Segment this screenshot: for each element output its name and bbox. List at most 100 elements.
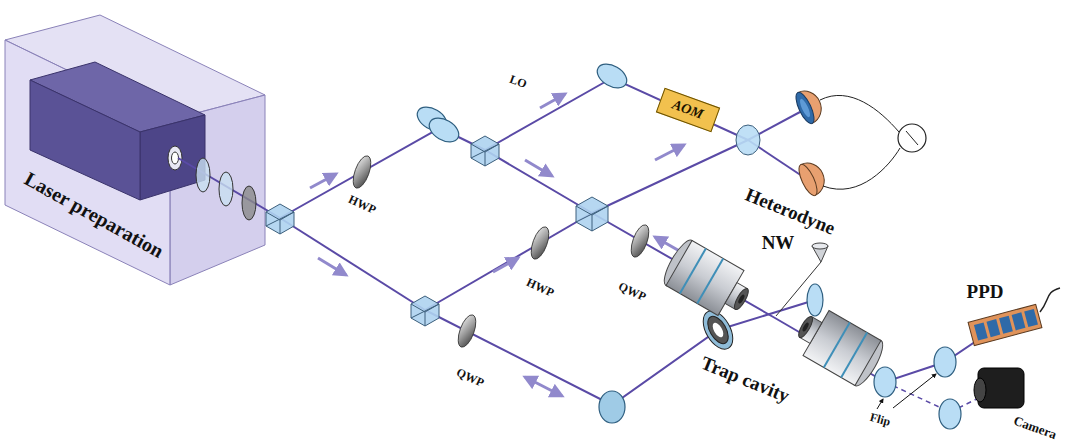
wave-plate-part: [628, 223, 653, 260]
laser-beam-part: [178, 158, 280, 218]
laser-beam: [178, 78, 1000, 405]
laser-optic-part: [242, 186, 256, 220]
flip-leader: [877, 374, 936, 409]
photodiode-part-part: [792, 90, 817, 126]
waveplate-label: HWP: [524, 276, 556, 300]
laser-beam-part: [280, 218, 425, 310]
signal-wire-part: [820, 95, 899, 132]
waveplate-label: QWP: [454, 366, 486, 390]
laser-housing: [5, 15, 265, 285]
part-label: Heterodyne: [742, 185, 838, 240]
objective-lens: [789, 302, 888, 389]
beam-splitter-part-part: [280, 220, 281, 234]
propagation-arrow-part: [318, 258, 346, 275]
part-label: Camera: [1012, 414, 1059, 443]
flip-leader-part: [877, 399, 883, 409]
laser-beam-part: [425, 213, 592, 310]
beam-splitter-part: [736, 125, 760, 155]
modulator-box: AOM: [656, 88, 720, 133]
objective-lens-part: [737, 294, 745, 305]
wave-plate-part: [350, 154, 375, 191]
trap-cavity-part: [704, 313, 733, 347]
laser-beam-part: [280, 128, 592, 218]
objective-lens-part: [697, 258, 723, 303]
wave-plate-part: [528, 225, 553, 262]
laser-head-part: [172, 152, 179, 164]
signal-wire: [820, 95, 900, 189]
beam-splitter-part-part: [266, 212, 294, 226]
mirror-part: [599, 391, 625, 423]
ppd-detector-part: [1012, 312, 1026, 330]
beam-splitter-part-part: [425, 312, 426, 326]
ppd-detector-part: [974, 322, 988, 340]
mirror-part: [934, 347, 956, 377]
propagation-arrow-part: [655, 145, 684, 160]
photodiode-part: [792, 86, 826, 126]
ppd-detector-part: [987, 319, 1001, 337]
mirror-part: [939, 399, 961, 429]
beam-splitter-part: [411, 296, 439, 326]
flip-beam: [885, 382, 985, 412]
beam-splitter-part: [576, 197, 608, 231]
ppd-detector-part: [999, 316, 1013, 334]
signal-wire-part: [823, 148, 900, 189]
propagation-arrow: [310, 94, 690, 396]
photodiode-part: [795, 158, 829, 198]
objective-lens-part: [796, 315, 815, 340]
trap-cavity-part: [711, 321, 726, 339]
objective-lens: [659, 236, 758, 323]
camera: [974, 368, 1024, 408]
propagation-arrow-part: [540, 94, 565, 108]
beam-splitter-part-part: [411, 296, 439, 326]
photodiode: [792, 86, 829, 198]
ppd-detector-part: [1024, 309, 1038, 327]
laser-optic: [196, 158, 256, 220]
laser-beam-part: [592, 140, 748, 213]
laser-head-part: [140, 115, 205, 200]
laser-beam-part: [592, 213, 1000, 382]
beam-splitter-part-part: [576, 206, 608, 222]
mirror-part: [425, 113, 463, 146]
nanowire: [776, 243, 828, 316]
ppd-detector: [968, 304, 1042, 345]
beam-splitter-part-part: [485, 152, 486, 166]
propagation-arrow-part: [525, 377, 562, 396]
beam-splitter-part-part: [411, 304, 439, 318]
beam-splitter-part-part: [576, 197, 608, 231]
wave-plate-part: [455, 313, 480, 350]
beam-splitter-part-part: [471, 144, 499, 158]
ppd-detector-part: [968, 304, 1042, 345]
beam-splitter: [266, 125, 760, 326]
laser-head: [30, 62, 205, 200]
node-text: AOM: [670, 97, 706, 123]
objective-lens-part: [824, 322, 850, 367]
part-label: PPD: [967, 282, 1004, 303]
mirror-part: [874, 367, 896, 397]
propagation-arrow-part: [525, 160, 552, 176]
meter: [898, 124, 926, 152]
waveplate-label: HWP: [346, 193, 378, 217]
photodiode-part-part: [798, 98, 812, 119]
waveplate-label: QWP: [616, 280, 648, 304]
photodiode-part-part: [795, 162, 820, 198]
objective-lens-part: [732, 287, 751, 312]
beam-splitter-part-part: [592, 215, 593, 231]
nanowire-part: [812, 243, 828, 249]
camera-part: [974, 378, 986, 402]
part-label: Trap cavity: [698, 353, 792, 407]
part-label: NW: [762, 233, 795, 254]
propagation-arrow-part: [310, 174, 336, 188]
wave-plate: [350, 154, 653, 350]
ppd-cable: [1040, 288, 1060, 312]
propagation-arrow-part: [493, 258, 518, 272]
mirror-part: [593, 59, 631, 92]
laser-optic-part: [219, 172, 233, 206]
laser-optic-part: [196, 158, 210, 192]
beam-label: LO: [508, 73, 529, 91]
flip-beam-part: [885, 382, 985, 412]
objective-lens-part: [680, 248, 706, 293]
beam-splitter-part-part: [471, 136, 499, 166]
mirror-part: [807, 284, 823, 316]
beam-splitter-part: [471, 136, 499, 166]
